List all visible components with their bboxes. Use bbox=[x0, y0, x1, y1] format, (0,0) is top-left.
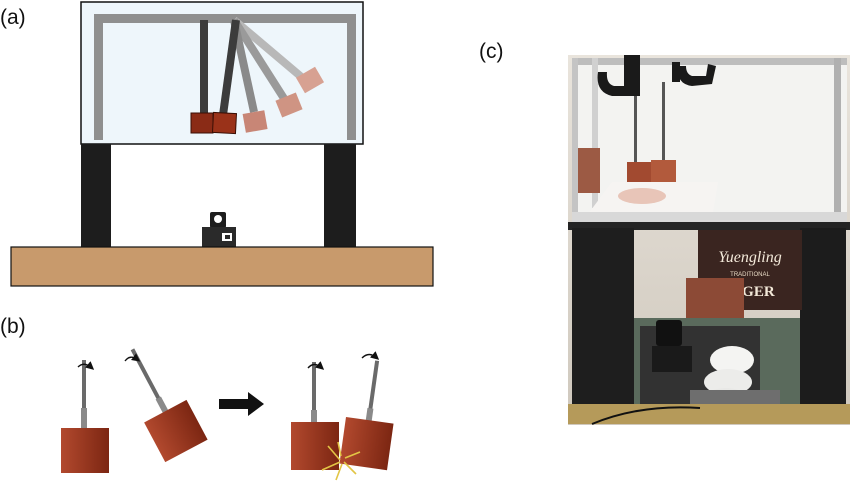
panel-a: (a) bbox=[0, 1, 434, 287]
panel-b: (b) bbox=[0, 315, 394, 481]
panel-c: (c) bbox=[479, 40, 850, 425]
clamp-left bbox=[597, 55, 640, 96]
lab-photograph: Yuengling TRADITIONAL LAGER bbox=[568, 55, 850, 425]
camera-icon bbox=[202, 212, 236, 247]
wooden-base bbox=[10, 246, 434, 287]
right-leg bbox=[324, 144, 356, 248]
panel-a-label: (a) bbox=[0, 6, 26, 29]
sign-tagline: TRADITIONAL bbox=[730, 272, 770, 278]
clockwise-arrow-icon bbox=[307, 361, 325, 370]
clockwise-arrow-icon bbox=[77, 361, 95, 370]
photo-leg-right bbox=[800, 228, 846, 406]
panel-c-label: (c) bbox=[479, 40, 504, 63]
support-frame bbox=[94, 14, 356, 140]
photo-brick-right bbox=[651, 160, 676, 186]
brick-hanging-before bbox=[61, 360, 109, 473]
sign-brand: Yuengling bbox=[718, 249, 781, 266]
clockwise-arrow-icon bbox=[124, 353, 141, 362]
impact-sparks bbox=[321, 441, 361, 481]
brick-swinging-before bbox=[130, 348, 208, 463]
clamp-right bbox=[672, 62, 716, 86]
clockwise-arrow-icon bbox=[361, 351, 380, 360]
bricks-colliding-after bbox=[291, 351, 394, 481]
brick-right bbox=[211, 111, 238, 135]
left-leg bbox=[81, 144, 111, 248]
pendulum-pair bbox=[190, 19, 240, 135]
panel-b-label: (b) bbox=[0, 315, 26, 338]
photo-leg-left bbox=[572, 228, 634, 406]
right-arrow-icon bbox=[219, 392, 264, 416]
brick-left bbox=[190, 112, 214, 134]
